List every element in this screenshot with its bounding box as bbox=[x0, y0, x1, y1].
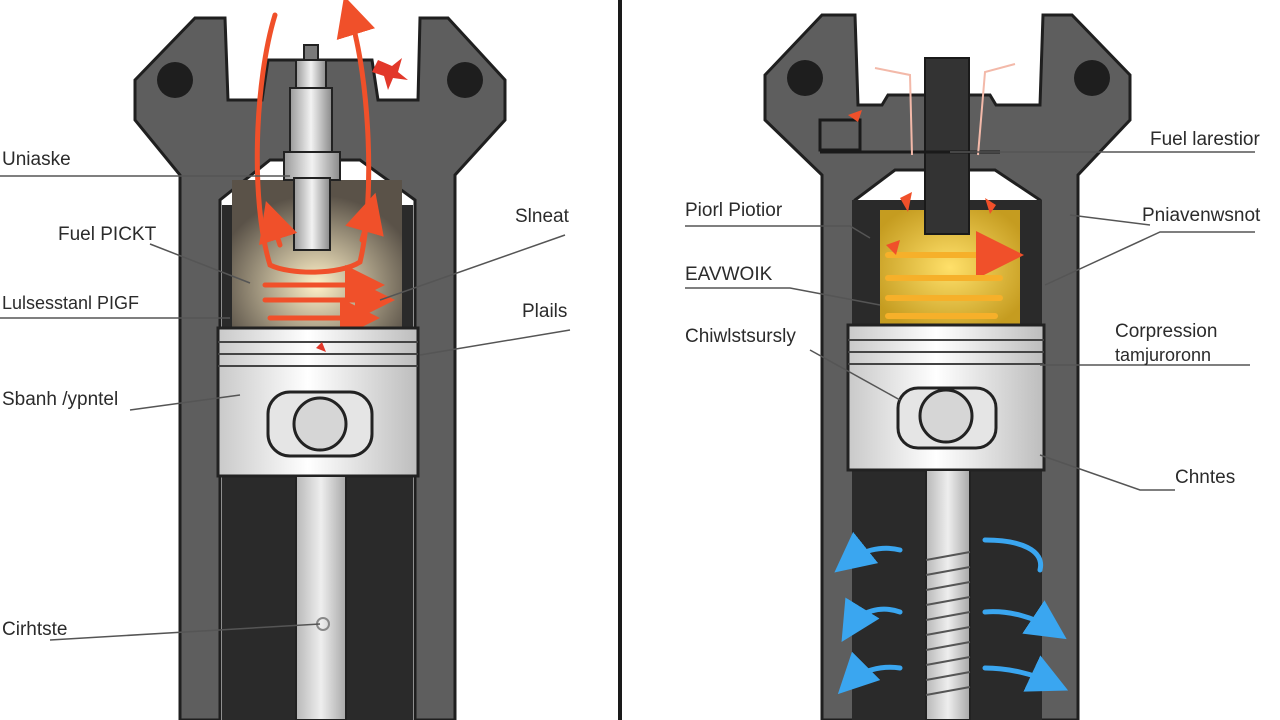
left-label-5: Cirhtste bbox=[2, 619, 68, 640]
left-label-2: Fuel PICKT bbox=[58, 224, 157, 245]
right-label-7: tamjuroronn bbox=[1115, 345, 1212, 365]
right-fuel-injector bbox=[924, 57, 970, 235]
left-leader-lines bbox=[0, 175, 571, 641]
left-label-1: Uniaske bbox=[2, 149, 71, 170]
right-cooling-arrows bbox=[834, 531, 1069, 695]
right-piston bbox=[846, 323, 1046, 472]
right-rod-thread bbox=[925, 551, 971, 696]
left-piston bbox=[216, 326, 420, 478]
left-spark-plug bbox=[283, 44, 341, 251]
right-gas-arrows bbox=[885, 231, 1024, 319]
right-leader-lines bbox=[685, 151, 1255, 491]
right-label-8: Chntes bbox=[1175, 467, 1236, 488]
right-connecting-rod bbox=[925, 469, 971, 720]
left-label-6: Slneat bbox=[515, 206, 569, 227]
left-label-4: Sbanh /ypntel bbox=[2, 389, 119, 410]
right-cylinder-head bbox=[763, 13, 1132, 720]
right-hot-markers bbox=[848, 110, 996, 255]
panel-divider bbox=[618, 0, 622, 720]
right-label-4: Fuel larestior bbox=[1150, 129, 1260, 150]
right-spark-wisps bbox=[874, 63, 1016, 156]
right-label-3: Chiwlstsursly bbox=[685, 326, 796, 347]
left-label-3: Lulsesstanl PIGF bbox=[2, 293, 140, 313]
right-label-5: Pniavenwsnot bbox=[1142, 205, 1261, 226]
left-label-7: Plails bbox=[522, 301, 568, 322]
left-spark-burst bbox=[372, 58, 408, 90]
left-flame-arrows bbox=[254, 0, 395, 338]
left-connecting-rod bbox=[295, 475, 347, 720]
right-label-6: Corpression bbox=[1115, 321, 1218, 342]
right-label-2: EAVWOIK bbox=[685, 264, 773, 285]
right-label-1: Piorl Piotior bbox=[685, 200, 783, 221]
